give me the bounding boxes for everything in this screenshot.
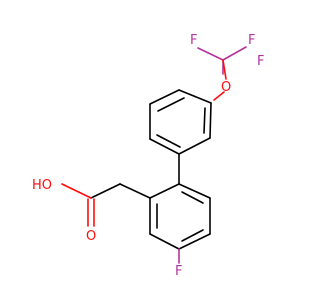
bond-c-f-right	[222, 46, 247, 61]
ring1-bond-6	[209, 102, 212, 139]
ring1-bond-4	[149, 138, 180, 155]
ring2-bond-1	[149, 183, 180, 199]
acetic-acid-group	[61, 183, 151, 227]
ring1-bond-2	[149, 89, 180, 105]
bond-o-ring-top	[213, 91, 225, 101]
ring1-double-3	[203, 107, 206, 134]
ring2-bond-4	[178, 233, 211, 250]
ring1-double-2	[156, 134, 181, 148]
bond-ch2-c	[90, 183, 121, 199]
trifluoromethyl-group	[197, 46, 247, 80]
ring2-double-3	[181, 191, 204, 204]
bottom-benzene-ring	[149, 183, 211, 250]
ring1-bond-1	[178, 89, 212, 104]
atom-f-top-left: F	[190, 33, 197, 48]
atom-f-ring: F	[175, 264, 182, 279]
atom-o-ether: O	[221, 80, 231, 95]
atom-o-hydroxyl: HO	[32, 178, 52, 193]
ring2-bond-3	[149, 233, 180, 250]
molecule-diagram: F F F O HO O F	[32, 33, 264, 279]
top-benzene-ring	[149, 89, 212, 155]
ring2-double-2	[181, 229, 204, 242]
atom-f-cf3-low: F	[257, 54, 264, 69]
structure-canvas: F F F O HO O F	[32, 33, 264, 279]
bond-c-o-ether	[222, 59, 227, 80]
ring2-bond-6	[178, 183, 211, 199]
bond-c-f-left	[197, 47, 224, 61]
atom-o-carbonyl: O	[86, 229, 96, 244]
bond-c-oh	[61, 183, 92, 199]
ring1-bond-5	[178, 137, 211, 155]
atom-f-top-right: F	[248, 33, 255, 48]
bond-ring-ch2	[119, 183, 151, 199]
ring1-double-1	[157, 97, 185, 112]
